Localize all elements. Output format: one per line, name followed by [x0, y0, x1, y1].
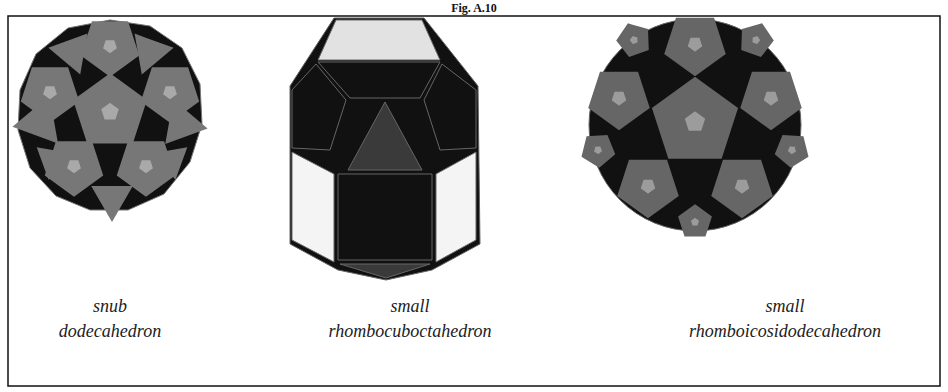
- small-rhombicuboctahedron: [290, 18, 480, 280]
- polyhedron-caption: small rhomboicosidodecahedron: [689, 294, 881, 344]
- polyhedron-caption: small rhombocuboctahedron: [329, 294, 492, 344]
- small-rhombicosidodecahedron: [583, 19, 807, 231]
- caption-slot: small rhomboicosidodecahedron: [689, 294, 881, 344]
- polyhedron-caption: snub dodecahedron: [59, 294, 161, 344]
- figure-frame: [8, 16, 940, 386]
- caption-slot: small rhombocuboctahedron: [329, 294, 492, 344]
- caption-slot: snub dodecahedron: [59, 294, 161, 344]
- figure-title: Fig. A.10: [451, 1, 497, 15]
- snub-dodecahedron: [18, 20, 202, 210]
- title-slot: Fig. A.10: [451, 1, 497, 15]
